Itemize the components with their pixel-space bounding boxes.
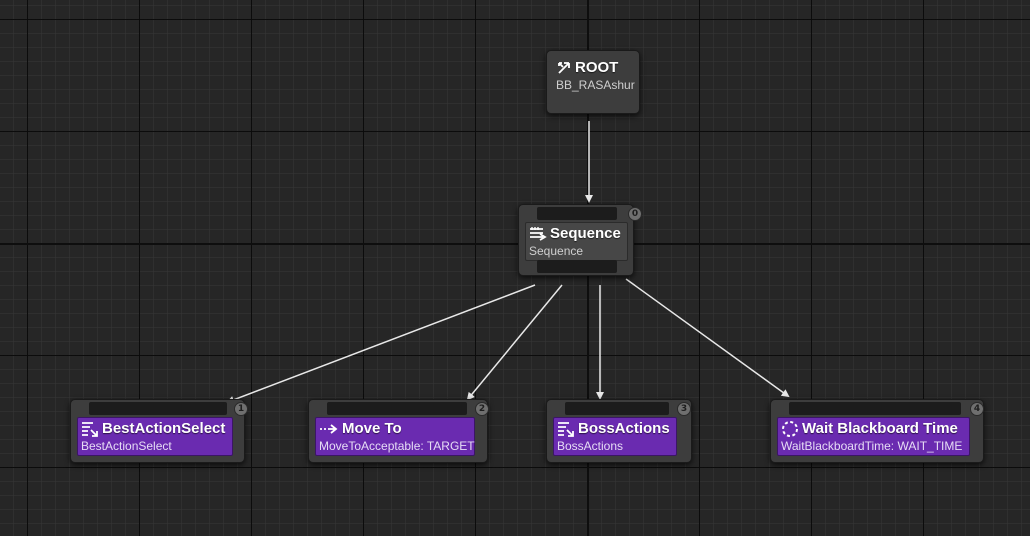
task-input-pin[interactable]	[327, 402, 467, 415]
task-title: Wait Blackboard Time	[802, 420, 958, 437]
task-title: Move To	[342, 420, 402, 437]
task-list-icon	[82, 422, 98, 437]
execution-order-badge: 1	[234, 402, 248, 416]
task-subtitle: BossActions	[557, 439, 624, 453]
root-node[interactable]: ROOT BB_RASAshur	[546, 50, 640, 114]
task-subtitle: MoveToAcceptable: TARGET	[319, 439, 475, 453]
root-title: ROOT	[575, 59, 619, 76]
task-input-pin[interactable]	[789, 402, 961, 415]
task-node-move-to[interactable]: Move To MoveToAcceptable: TARGET 2	[308, 399, 489, 463]
task-input-pin[interactable]	[565, 402, 669, 415]
sequence-node[interactable]: Sequence Sequence 0	[518, 204, 642, 276]
task-node-boss-actions[interactable]: BossActions BossActions 3	[546, 399, 692, 463]
task-node-best-action-select[interactable]: BestActionSelect BestActionSelect 1	[70, 399, 248, 463]
task-input-pin[interactable]	[89, 402, 227, 415]
task-title: BossActions	[578, 420, 670, 437]
execution-order-badge: 0	[628, 207, 642, 221]
root-branch-icon	[558, 62, 570, 74]
wire-sequence-to-task-4	[625, 278, 790, 398]
root-subtitle: BB_RASAshur	[556, 78, 635, 92]
wire-sequence-to-task-2	[466, 284, 563, 401]
sequence-title: Sequence	[550, 225, 621, 242]
sequence-icon	[530, 227, 547, 241]
sequence-subtitle: Sequence	[529, 244, 584, 258]
task-list-icon	[558, 422, 574, 437]
task-node-wait-blackboard-time[interactable]: Wait Blackboard Time WaitBlackboardTime:…	[770, 399, 984, 463]
task-subtitle: BestActionSelect	[81, 439, 172, 453]
move-arrow-icon	[320, 424, 338, 434]
task-title: BestActionSelect	[102, 420, 226, 437]
task-subtitle: WaitBlackboardTime: WAIT_TIME	[781, 439, 963, 453]
sequence-input-pin[interactable]	[537, 207, 617, 220]
wire-sequence-to-task-1	[226, 284, 536, 404]
sequence-output-pin[interactable]	[537, 260, 617, 273]
execution-order-badge: 2	[475, 402, 489, 416]
execution-order-badge: 3	[677, 402, 691, 416]
execution-order-badge: 4	[970, 402, 984, 416]
wait-spinner-icon	[782, 421, 798, 437]
